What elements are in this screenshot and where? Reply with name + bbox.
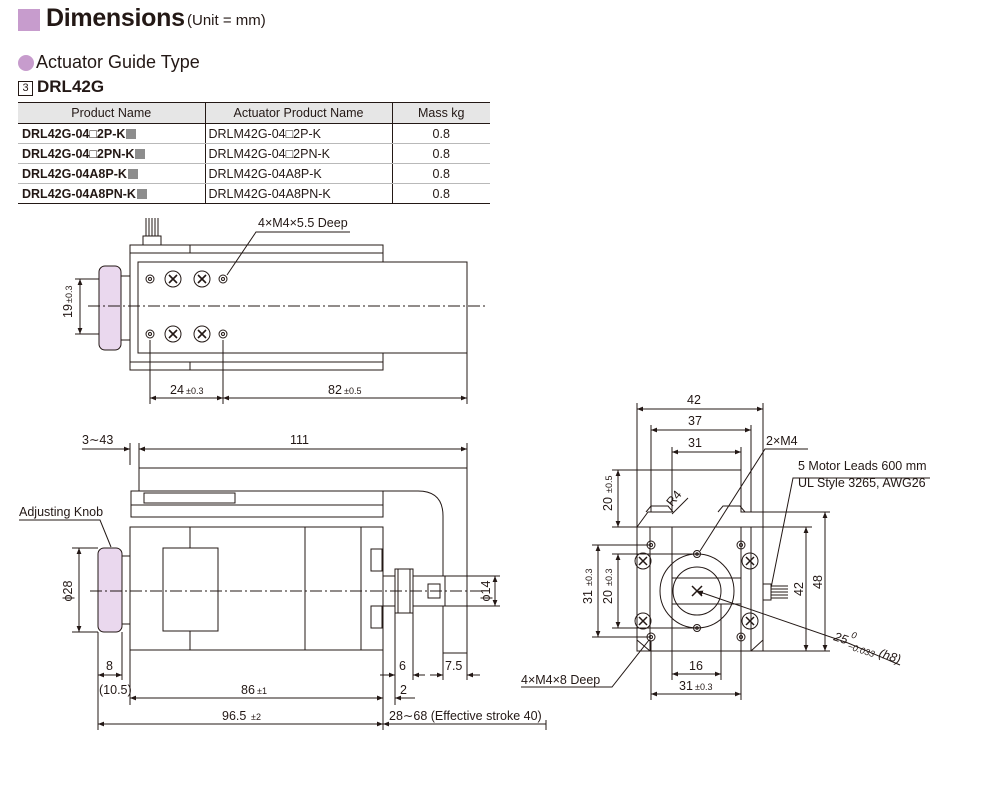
product-name: DRL42G-04□2PN-K [18, 143, 205, 164]
dim-42-right: 42 [792, 582, 806, 596]
dim-96-5-tol: ±2 [251, 712, 261, 722]
section-title: Actuator Guide Type [36, 52, 200, 72]
dim-stroke: 82 [328, 383, 342, 397]
product-name: DRL42G-04A8PN-K [18, 183, 205, 204]
top-view-labels: 4×M4×5.5 Deep 19 ±0.3 24 ±0.3 82 ±0.5 [61, 216, 361, 397]
dim-20-top-tol: ±0.5 [604, 476, 614, 493]
hole-callout: 4×M4×5.5 Deep [258, 216, 348, 230]
motor-leads: 5 Motor Leads 600 mm [798, 459, 927, 473]
guide-bracket [138, 467, 468, 654]
product-name: DRL42G-04A8P-K [18, 163, 205, 184]
dim-stroke-tol: ±0.5 [344, 386, 361, 396]
shaft-dia: 25 [831, 629, 850, 647]
top-view [75, 218, 485, 404]
filled-square-icon [136, 188, 147, 199]
column-header: Mass kg [391, 102, 490, 124]
front-outline [636, 469, 764, 652]
dim-20-top: 20 [601, 497, 615, 511]
guide-table [137, 261, 468, 354]
adjusting-knob-side [97, 547, 123, 633]
mass-value: 0.8 [391, 143, 490, 164]
dim-16: 16 [689, 659, 703, 673]
dim-rod-dia: ϕ14 [479, 581, 493, 602]
shaft-tol-upper: 0 [850, 630, 858, 641]
actuator-product-name: DRLM42G-04A8P-K [204, 163, 392, 184]
filled-square-icon [126, 128, 137, 139]
front-screw-icons [634, 552, 759, 630]
mounting-holes [145, 274, 228, 339]
bottom-holes-callout: 4×M4×8 Deep [521, 673, 600, 687]
page-title: Dimensions [46, 4, 185, 32]
dim-48: 48 [811, 575, 825, 589]
dim-31-bottom: 31 [679, 679, 693, 693]
header-square-icon [18, 9, 40, 31]
dim-knob-dia: ϕ28 [61, 581, 75, 602]
dim-10-5: (10.5) [99, 683, 132, 697]
table-row: DRL42G-04□2PN-K DRLM42G-04□2PN-K 0.8 [18, 143, 490, 164]
section-bullet-icon [18, 55, 34, 71]
mass-value: 0.8 [391, 183, 490, 204]
dim-31-left: 31 [581, 590, 595, 604]
actuator-product-name: DRLM42G-04□2P-K [204, 123, 392, 144]
dim-31-bottom-tol: ±0.3 [695, 682, 712, 692]
filled-square-icon [127, 168, 138, 179]
mass-value: 0.8 [391, 163, 490, 184]
adjusting-knob [98, 265, 122, 351]
dim-20-left: 20 [601, 590, 615, 604]
front-view [521, 403, 930, 700]
table-header-row: Product Name Actuator Product Name Mass … [18, 102, 490, 124]
side-view [19, 443, 547, 730]
dim-height-tol: ±0.3 [64, 286, 74, 303]
actuator-product-name: DRLM42G-04□2PN-K [204, 143, 392, 164]
mass-value: 0.8 [391, 123, 490, 144]
side-view-labels: 3∼43 111 Adjusting Knob ϕ28 ϕ14 8 6 7.5 … [19, 433, 542, 723]
tap-callout: 2×M4 [766, 434, 798, 448]
unit-note: (Unit = mm) [187, 12, 266, 29]
dim-7-5: 7.5 [445, 659, 462, 673]
product-table: Product Name Actuator Product Name Mass … [18, 102, 490, 204]
dim-96-5: 96.5 [222, 709, 246, 723]
table-row: DRL42G-04A8P-K DRLM42G-04A8P-K 0.8 [18, 163, 490, 184]
dim-86-tol: ±1 [257, 686, 267, 696]
column-header: Actuator Product Name [204, 102, 392, 124]
subsection-title: DRL42G [37, 77, 105, 96]
dim-top-total: 111 [290, 433, 309, 447]
cable-connector [142, 218, 162, 246]
shaft-tol-lower: −0.033 [846, 641, 876, 659]
dim-31-left-tol: ±0.3 [584, 569, 594, 586]
ul-style: UL Style 3265, AWG26 [798, 476, 926, 490]
filled-square-icon [135, 148, 146, 159]
shaft-fit: (h8) [877, 646, 902, 666]
screw-icons [164, 270, 211, 343]
dim-top-left: 3∼43 [82, 433, 113, 447]
dim-20-left-tol: ±0.3 [604, 569, 614, 586]
table-row: DRL42G-04□2P-K DRLM42G-04□2P-K 0.8 [18, 123, 490, 144]
dim-31-top: 31 [688, 436, 702, 450]
dim-8: 8 [106, 659, 113, 673]
dim-pitch-tol: ±0.3 [186, 386, 203, 396]
dim-86: 86 [241, 683, 255, 697]
actuator-product-name: DRLM42G-04A8PN-K [204, 183, 392, 204]
dim-6: 6 [399, 659, 406, 673]
front-view-labels: 42 37 31 2×M4 5 Motor Leads 600 mm UL St… [521, 393, 927, 693]
product-name: DRL42G-04□2P-K [18, 123, 205, 144]
dim-2: 2 [400, 683, 407, 697]
knob-label: Adjusting Knob [19, 505, 103, 519]
dim-stroke-range: 28∼68 (Effective stroke 40) [389, 709, 542, 723]
dim-pitch: 24 [170, 383, 184, 397]
dim-42-top: 42 [687, 393, 701, 407]
table-row: DRL42G-04A8PN-K DRLM42G-04A8PN-K 0.8 [18, 183, 490, 204]
dim-height: 19 [61, 304, 75, 318]
dim-37: 37 [688, 414, 702, 428]
subsection-number: 3 [18, 81, 33, 96]
column-header: Product Name [18, 102, 205, 124]
